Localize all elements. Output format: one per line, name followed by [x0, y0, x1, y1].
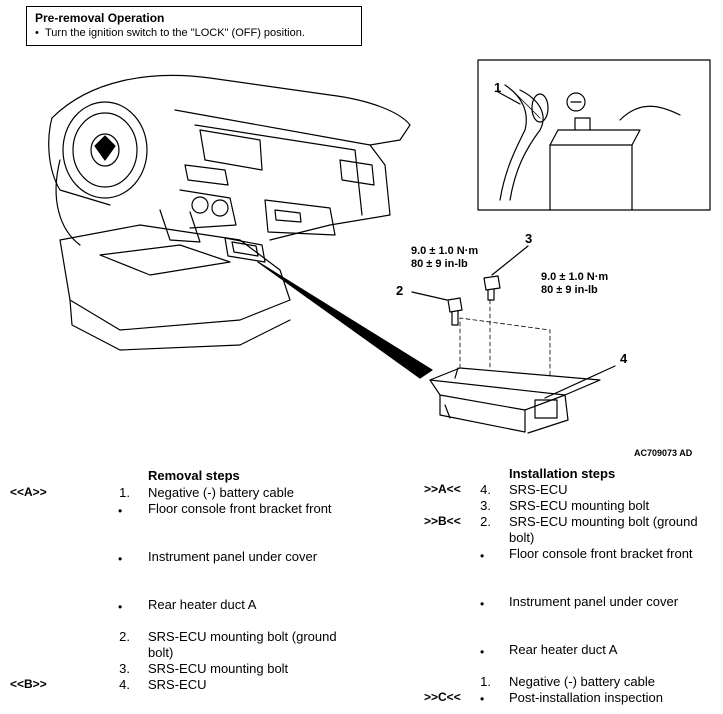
install-step-console-bracket: Floor console front bracket front	[509, 546, 693, 561]
install-bullet-4: •	[480, 692, 485, 706]
removal-step-under-cover: Instrument panel under cover	[148, 549, 318, 564]
install-num-1: 1.	[480, 674, 491, 689]
removal-step-srs-ecu: SRS-ECU	[148, 677, 207, 692]
removal-step-mounting-bolt: SRS-ECU mounting bolt	[148, 661, 289, 676]
removal-num-1: 1.	[119, 485, 130, 500]
torque-right-nm: 9.0 ± 1.0 N·m	[541, 271, 609, 283]
torque-right: 9.0 ± 1.0 N·m 80 ± 9 in-lb	[541, 271, 608, 297]
install-step-battery-cable: Negative (-) battery cable	[509, 674, 655, 689]
install-num-3: 3.	[480, 498, 491, 513]
torque-left: 9.0 ± 1.0 N·m 80 ± 9 in-lb	[411, 245, 478, 271]
removal-bullet-3: •	[118, 600, 123, 614]
pre-removal-item: Turn the ignition switch to the "LOCK" (…	[35, 26, 353, 40]
install-ref-b: >>B<<	[424, 514, 461, 528]
removal-heading: Removal steps	[148, 468, 240, 483]
torque-left-nm: 9.0 ± 1.0 N·m	[411, 245, 479, 257]
install-bullet-2: •	[480, 597, 485, 611]
removal-step-ground-bolt-cont: bolt)	[148, 645, 174, 660]
install-step-under-cover: Instrument panel under cover	[509, 594, 679, 609]
install-step-heater-duct: Rear heater duct A	[509, 642, 618, 657]
install-step-ground-bolt: SRS-ECU mounting bolt (ground	[509, 514, 698, 529]
removal-num-3: 3.	[119, 661, 130, 676]
install-ref-c: >>C<<	[424, 690, 461, 704]
callout-1: 1	[494, 80, 502, 95]
pre-removal-box: Pre-removal Operation Turn the ignition …	[26, 6, 362, 46]
removal-ref-b: <<B>>	[10, 677, 47, 691]
removal-ref-a: <<A>>	[10, 485, 47, 499]
removal-num-4: 4.	[119, 677, 130, 692]
dashboard-drawing	[48, 74, 411, 351]
battery-inset	[477, 59, 711, 211]
install-num-2: 2.	[480, 514, 491, 529]
callout-4: 4	[620, 351, 628, 366]
install-step-srs-ecu: SRS-ECU	[509, 482, 568, 497]
figure-code: AC709073 AD	[634, 448, 693, 458]
removal-bullet-2: •	[118, 552, 123, 566]
removal-step-heater-duct: Rear heater duct A	[148, 597, 257, 612]
install-step-ground-bolt-cont: bolt)	[509, 530, 535, 545]
pointer-arrow	[257, 261, 433, 379]
removal-step-battery-cable: Negative (-) battery cable	[148, 485, 294, 500]
removal-step-console-bracket: Floor console front bracket front	[148, 501, 332, 516]
removal-bullet-1: •	[118, 504, 123, 518]
install-num-4: 4.	[480, 482, 491, 497]
installation-heading: Installation steps	[509, 466, 616, 481]
install-ref-a: >>A<<	[424, 482, 461, 496]
removal-num-2: 2.	[119, 629, 130, 644]
callout-3: 3	[525, 231, 533, 246]
pre-removal-title: Pre-removal Operation	[35, 11, 165, 25]
install-step-mounting-bolt: SRS-ECU mounting bolt	[509, 498, 650, 513]
install-bullet-3: •	[480, 645, 485, 659]
removal-step-ground-bolt: SRS-ECU mounting bolt (ground	[148, 629, 337, 644]
install-step-post-inspection: Post-installation inspection	[509, 690, 663, 705]
install-bullet-1: •	[480, 549, 485, 563]
srs-ecu-drawing	[411, 91, 616, 434]
callout-2: 2	[396, 283, 404, 298]
torque-right-inlb: 80 ± 9 in-lb	[541, 284, 598, 296]
torque-left-inlb: 80 ± 9 in-lb	[411, 258, 468, 270]
